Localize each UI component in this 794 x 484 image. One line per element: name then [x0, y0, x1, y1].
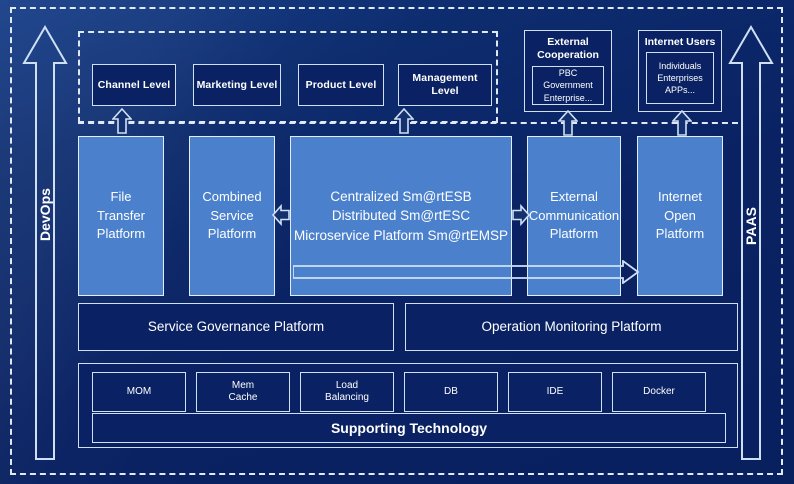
platform-line3: Platform	[549, 226, 599, 242]
actor-detail-line3: APPs...	[664, 85, 695, 96]
tech-line1: Docker	[643, 386, 675, 397]
tech-line1: Mem	[231, 380, 255, 391]
tech-line2: Balancing	[325, 392, 369, 403]
level-label: Product Level	[305, 78, 377, 91]
platform-line2: Open	[664, 207, 696, 223]
service-governance-platform[interactable]: Service Governance Platform	[78, 303, 394, 351]
supporting-technology-label: Supporting Technology	[330, 420, 488, 436]
tech-box-ide[interactable]: IDE	[508, 372, 602, 412]
tech-line1: IDE	[546, 386, 564, 397]
actor-title-line2: Cooperation	[537, 49, 599, 62]
tech-line2: Cache	[228, 392, 258, 403]
platform-line2: Transfer	[97, 207, 145, 223]
paas-arrow	[728, 23, 774, 463]
actor-title: External Cooperation	[525, 36, 611, 62]
platform-line1: Centralized Sm@rtESB	[330, 188, 472, 204]
platform-line1: External	[550, 188, 598, 204]
level-label: Management Level	[412, 72, 478, 97]
platform-line2: Distributed Sm@rtESC	[331, 208, 471, 224]
platform-line3: Platform	[207, 226, 257, 242]
level-box-management[interactable]: Management Level	[398, 64, 492, 106]
platform-line2: Service	[210, 207, 254, 223]
platform-line1: Internet	[657, 188, 703, 204]
level-box-channel[interactable]: Channel Level	[92, 64, 176, 106]
platform-esb-esc-emsp[interactable]: Centralized Sm@rtESB Distributed Sm@rtES…	[290, 136, 512, 296]
platform-line1: Combined	[202, 188, 262, 204]
tech-line1: Load	[335, 380, 359, 391]
tech-box-mom[interactable]: MOM	[92, 372, 186, 412]
platform-file-transfer[interactable]: File Transfer Platform	[78, 136, 164, 296]
governance-label: Operation Monitoring Platform	[481, 318, 662, 334]
left-arrow-combined-to-esb	[272, 202, 290, 228]
tech-box-docker[interactable]: Docker	[612, 372, 706, 412]
up-arrow-esb	[394, 108, 414, 134]
actor-title-line1: Internet Users	[644, 36, 716, 48]
level-box-product[interactable]: Product Level	[298, 64, 384, 106]
right-arrow-esb-to-external	[512, 202, 530, 228]
up-arrow-external-communication	[558, 110, 578, 136]
tech-box-mem-cache[interactable]: Mem Cache	[196, 372, 290, 412]
actor-external-cooperation[interactable]: External Cooperation PBC Government Ente…	[524, 30, 612, 112]
actor-detail-line1: PBC Government	[543, 68, 593, 91]
platform-line3: Platform	[655, 226, 705, 242]
supporting-technology-bar[interactable]: Supporting Technology	[92, 413, 726, 443]
platform-combined-service[interactable]: Combined Service Platform	[189, 136, 275, 296]
level-label: Marketing Level	[196, 78, 278, 91]
platform-line3: Platform	[96, 226, 146, 242]
up-arrow-file-transfer	[112, 108, 132, 134]
tech-line1: DB	[444, 386, 458, 397]
outer-dashed-frame	[10, 7, 783, 475]
actor-detail-line2: Enterprise...	[543, 92, 593, 103]
operation-monitoring-platform[interactable]: Operation Monitoring Platform	[405, 303, 738, 351]
actor-detail-box: PBC Government Enterprise...	[532, 66, 604, 105]
actor-title: Internet Users	[639, 36, 721, 49]
tech-box-db[interactable]: DB	[404, 372, 498, 412]
paas-label: PAAS	[743, 207, 759, 245]
platform-line3: Microservice Platform Sm@rtEMSP	[294, 227, 508, 243]
platform-internet-open[interactable]: Internet Open Platform	[637, 136, 723, 296]
tech-line1: MOM	[126, 386, 152, 397]
tech-box-load-balancing[interactable]: Load Balancing	[300, 372, 394, 412]
devops-label: DevOps	[37, 188, 53, 241]
platform-line1: File	[110, 188, 132, 204]
actor-detail-box: Individuals Enterprises APPs...	[646, 52, 714, 104]
level-label: Channel Level	[97, 78, 171, 91]
level-box-marketing[interactable]: Marketing Level	[193, 64, 281, 106]
actor-title-line1: External	[547, 36, 589, 48]
devops-arrow	[22, 23, 68, 463]
governance-label: Service Governance Platform	[147, 318, 325, 334]
actor-detail-line2: Enterprises	[657, 72, 703, 83]
connector-esb-to-internet-open	[293, 260, 639, 284]
actor-detail-line1: Individuals	[658, 60, 702, 71]
up-arrow-internet-open	[672, 110, 692, 136]
actor-internet-users[interactable]: Internet Users Individuals Enterprises A…	[638, 30, 722, 112]
platform-line2: Communication	[528, 207, 620, 223]
